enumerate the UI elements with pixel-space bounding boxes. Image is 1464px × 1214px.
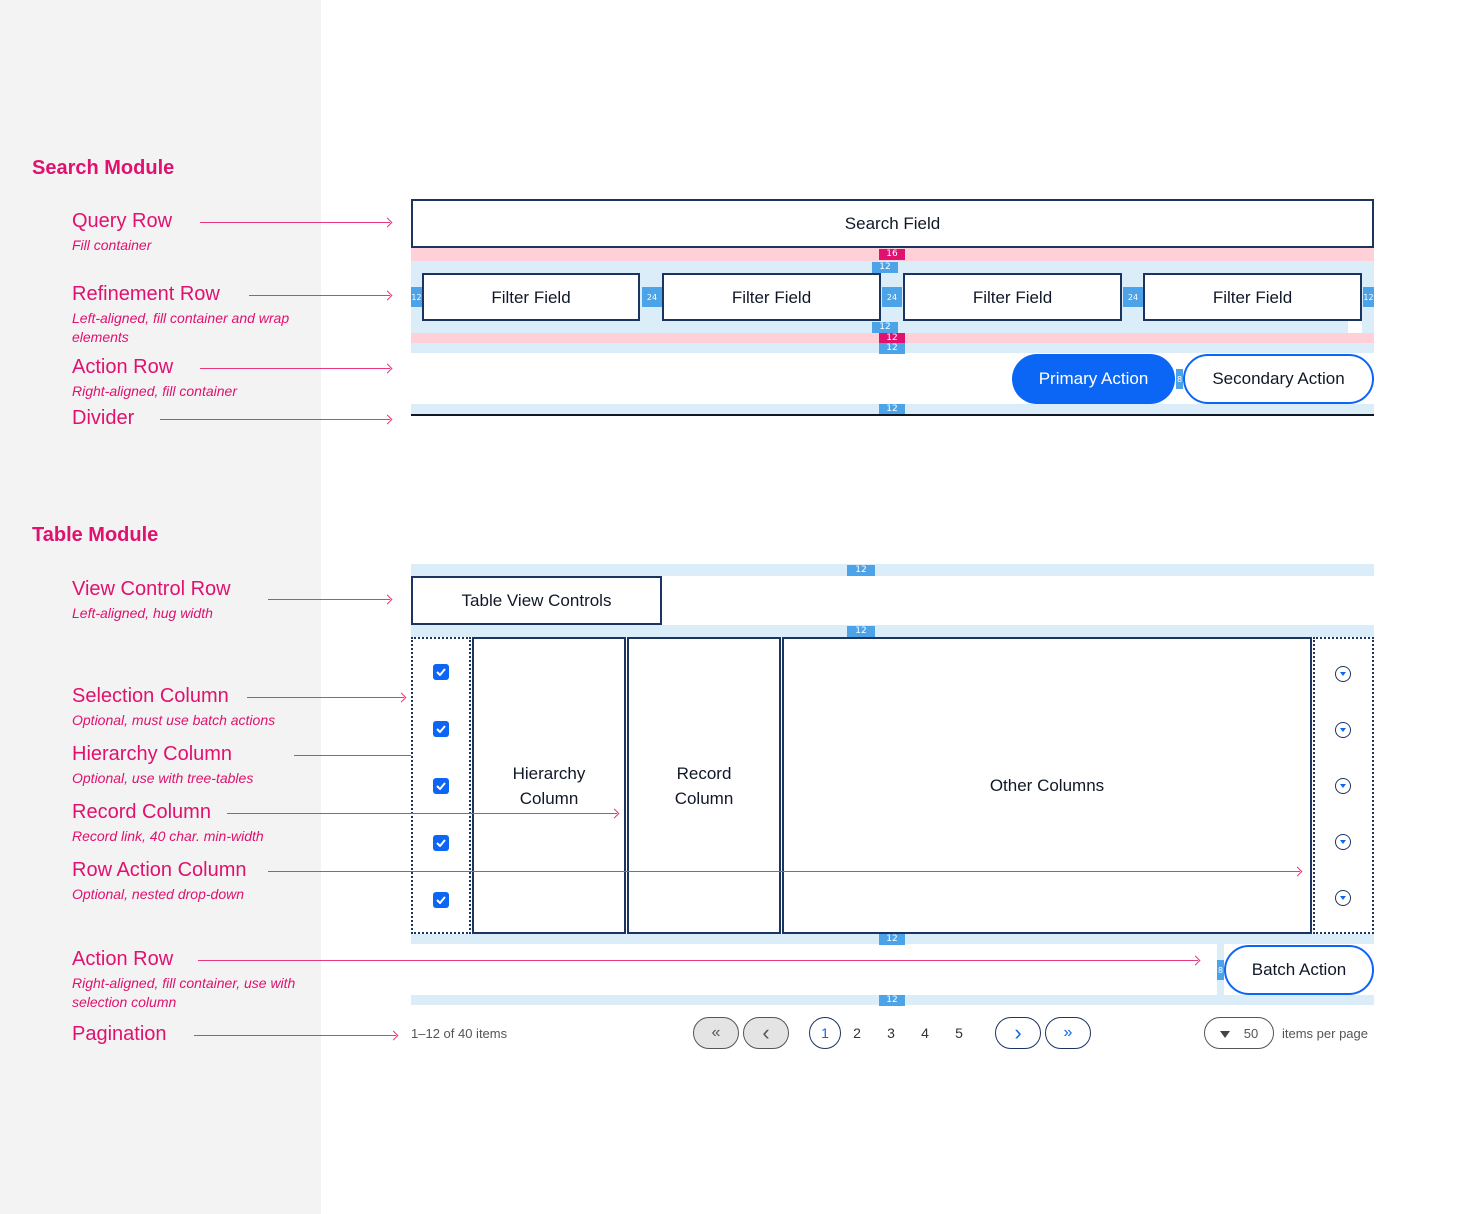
selection-column-note: Optional, must use batch actions (72, 712, 276, 728)
page-number[interactable]: 5 (955, 1025, 963, 1041)
view-control-row-arrow (268, 599, 390, 600)
divider-label: Divider (72, 407, 135, 429)
row-action-dropdown-icon[interactable] (1335, 666, 1351, 682)
page-number[interactable]: 3 (887, 1025, 895, 1041)
refinement-row-arrow (249, 295, 390, 296)
pagination-arrow (194, 1035, 396, 1036)
divider-arrow (160, 419, 390, 420)
spacing-12-tag: 12 (411, 287, 422, 307)
row-checkbox[interactable] (433, 892, 449, 908)
row-checkbox[interactable] (433, 835, 449, 851)
secondary-action-button[interactable]: Secondary Action (1183, 354, 1374, 404)
table-module-title: Table Module (32, 524, 159, 546)
filter-field[interactable]: Filter Field (662, 273, 881, 321)
spacing-24-tag: 24 (642, 287, 662, 307)
hierarchy-column: Hierarchy Column (472, 637, 626, 934)
spacing-12-tag: 12 (879, 333, 905, 344)
action-row-label: Action Row (72, 356, 174, 378)
search-module-title: Search Module (32, 157, 175, 179)
table-action-row-label: Action Row (72, 948, 174, 970)
selection-column-arrow (247, 697, 404, 698)
action-row-note: Right-aligned, fill container (72, 383, 237, 399)
items-per-page-value: 50 (1243, 1025, 1259, 1041)
divider-line (411, 414, 1374, 416)
query-row-arrow (200, 222, 390, 223)
other-columns: Other Columns (782, 637, 1312, 934)
action-row-arrow (200, 368, 390, 369)
row-action-dropdown-icon[interactable] (1335, 890, 1351, 906)
spacing-12-tag: 12 (879, 404, 905, 415)
spacing-12-tag: 12 (847, 565, 875, 576)
query-row-note: Fill container (72, 237, 152, 253)
row-action-dropdown-icon[interactable] (1335, 722, 1351, 738)
query-row-label: Query Row (72, 210, 173, 232)
spacing-12-band (411, 564, 1374, 576)
batch-action-button[interactable]: Batch Action (1224, 945, 1374, 995)
filter-field[interactable]: Filter Field (422, 273, 640, 321)
table-action-row-arrow (198, 960, 1198, 961)
search-field[interactable]: Search Field (411, 199, 1374, 248)
view-control-row-note: Left-aligned, hug width (72, 605, 213, 621)
spacing-16-tag: 16 (879, 249, 905, 260)
page-number[interactable]: 4 (921, 1025, 929, 1041)
row-checkbox[interactable] (433, 664, 449, 680)
row-action-column-note: Optional, nested drop-down (72, 886, 244, 902)
record-column: Record Column (627, 637, 781, 934)
refinement-row-note: Left-aligned, fill container and wrap el… (72, 310, 290, 345)
annotation-panel (0, 0, 321, 1214)
record-column-arrow (227, 813, 617, 814)
first-page-button[interactable]: « (693, 1017, 739, 1049)
record-column-note: Record link, 40 char. min-width (72, 828, 264, 844)
spacing-12-tag: 12 (879, 343, 905, 354)
spacing-24-tag: 24 (1123, 287, 1143, 307)
filter-field[interactable]: Filter Field (1143, 273, 1362, 321)
row-action-column-arrow (268, 871, 1300, 872)
pagination-range: 1–12 of 40 items (411, 1026, 508, 1041)
row-action-dropdown-icon[interactable] (1335, 834, 1351, 850)
pagination-label: Pagination (72, 1023, 167, 1045)
spacing-8-tag: 8 (1217, 960, 1224, 980)
items-per-page-label: items per page (1282, 1026, 1368, 1041)
page-number-active[interactable]: 1 (809, 1017, 841, 1049)
hierarchy-column-arrow (294, 755, 464, 756)
spacing-12-tag: 12 (1363, 287, 1374, 307)
spacing-12-tag: 12 (879, 934, 905, 945)
last-page-button[interactable]: » (1045, 1017, 1091, 1049)
table-view-controls[interactable]: Table View Controls (411, 576, 662, 625)
hierarchy-column-label: Hierarchy Column (72, 743, 233, 765)
page-number[interactable]: 2 (853, 1025, 861, 1041)
spacing-12-tag: 12 (847, 626, 875, 637)
row-checkbox[interactable] (433, 721, 449, 737)
previous-page-button[interactable]: ‹ (743, 1017, 789, 1049)
selection-column-label: Selection Column (72, 685, 229, 707)
spacing-12-tag: 12 (872, 322, 898, 333)
primary-action-button[interactable]: Primary Action (1012, 354, 1175, 404)
items-per-page-select[interactable]: 50 (1204, 1017, 1274, 1049)
table-action-row-note: Right-aligned, fill container, use with … (72, 975, 296, 1010)
spacing-8-tag: 8 (1176, 369, 1183, 389)
spacing-12-tag: 12 (872, 262, 898, 273)
chevron-down-icon (1219, 1026, 1230, 1041)
hierarchy-column-note: Optional, use with tree-tables (72, 770, 254, 786)
spacing-12-tag: 12 (879, 995, 905, 1006)
refinement-row-label: Refinement Row (72, 283, 220, 305)
record-column-label: Record Column (72, 801, 211, 823)
next-page-button[interactable]: › (995, 1017, 1041, 1049)
row-checkbox[interactable] (433, 778, 449, 794)
spacing-12-band (411, 625, 1374, 637)
spacing-24-tag: 24 (882, 287, 902, 307)
view-control-row-label: View Control Row (72, 578, 231, 600)
row-action-dropdown-icon[interactable] (1335, 778, 1351, 794)
row-action-column-label: Row Action Column (72, 859, 247, 881)
filter-field[interactable]: Filter Field (903, 273, 1122, 321)
